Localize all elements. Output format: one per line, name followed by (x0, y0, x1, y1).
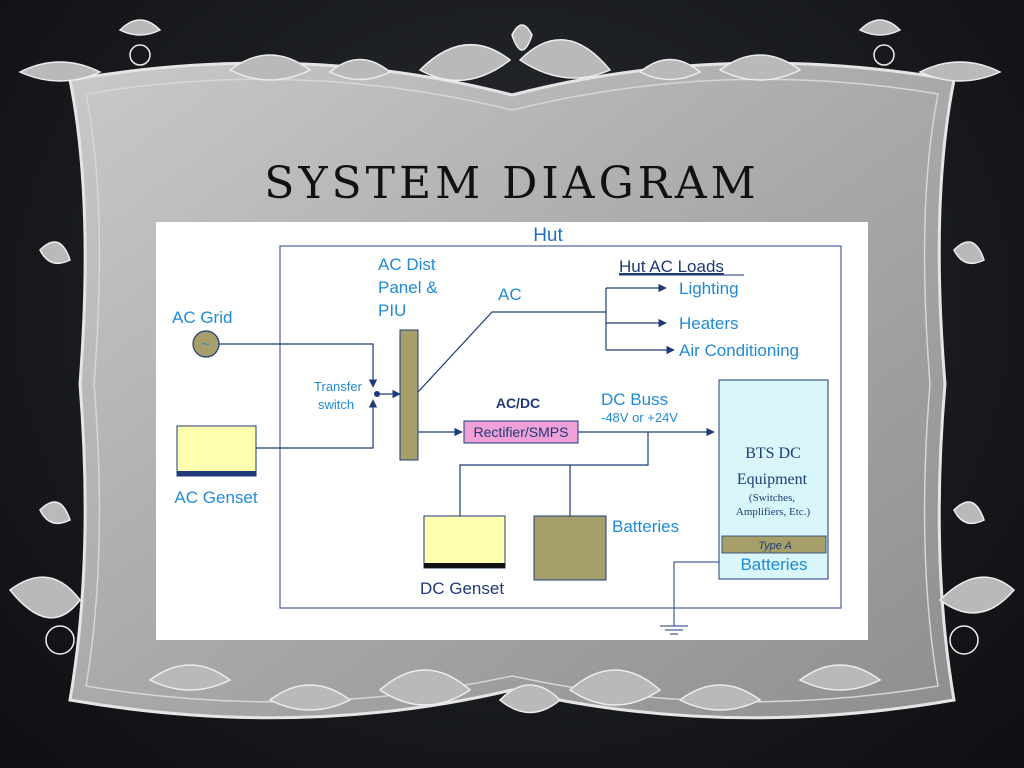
ground-wire (673, 561, 719, 626)
bts-label-3: (Switches, (749, 492, 795, 504)
bts-label-1: BTS DC (745, 445, 801, 462)
dc-genset-drop (459, 432, 649, 516)
dc-genset-label: DC Genset (420, 579, 504, 598)
ac-genset-base (177, 471, 256, 476)
system-diagram: Hut AC Grid ~ AC Genset Transfer switch … (156, 222, 868, 640)
bts-label-2: Equipment (737, 471, 808, 488)
ac-dist-label-3: PIU (378, 301, 406, 320)
ac-genset-box (176, 425, 257, 477)
diagram-svg: Hut AC Grid ~ AC Genset Transfer switch … (172, 225, 842, 635)
ac-genset-label: AC Genset (174, 488, 257, 507)
load-heaters: Heaters (679, 314, 739, 333)
batteries-label: Batteries (612, 517, 679, 536)
batteries-box (533, 515, 607, 581)
dc-buss-label: DC Buss (601, 390, 668, 409)
rectifier-label: Rectifier/SMPS (474, 424, 569, 440)
top-filigree (18, 19, 1002, 82)
slide-title: SYSTEM DIAGRAM (264, 158, 760, 209)
load-lighting: Lighting (679, 279, 739, 298)
ac-grid-label: AC Grid (172, 308, 232, 327)
type-a-label: Type A (758, 540, 792, 552)
ac-line (417, 311, 606, 393)
transfer-switch-label-1: Transfer (314, 379, 363, 394)
dc-buss-voltage: -48V or +24V (601, 410, 678, 425)
ac-grid-line (219, 343, 378, 388)
ac-line-label: AC (498, 285, 522, 304)
load-air-conditioning: Air Conditioning (679, 341, 799, 360)
ac-dist-panel (399, 329, 419, 461)
bts-label-4: Amplifiers, Etc.) (736, 506, 811, 518)
type-a-bar (721, 535, 827, 554)
bottom-filigree (8, 576, 1016, 714)
hut-label: Hut (533, 225, 563, 246)
bts-batteries-label: Batteries (740, 555, 807, 574)
side-filigree (39, 241, 985, 525)
ac-dist-label-1: AC Dist (378, 255, 436, 274)
dc-genset-base (424, 563, 505, 568)
transfer-switch-label-2: switch (318, 397, 354, 412)
ground-icon (660, 625, 688, 635)
dc-genset-box (423, 515, 506, 569)
ac-grid-symbol: ~ (202, 336, 210, 352)
ac-genset-line (256, 399, 378, 449)
acdc-label: AC/DC (496, 395, 540, 411)
ac-dist-label-2: Panel & (378, 278, 438, 297)
hut-boundary (279, 245, 842, 609)
hut-ac-loads-title: Hut AC Loads (619, 257, 724, 276)
